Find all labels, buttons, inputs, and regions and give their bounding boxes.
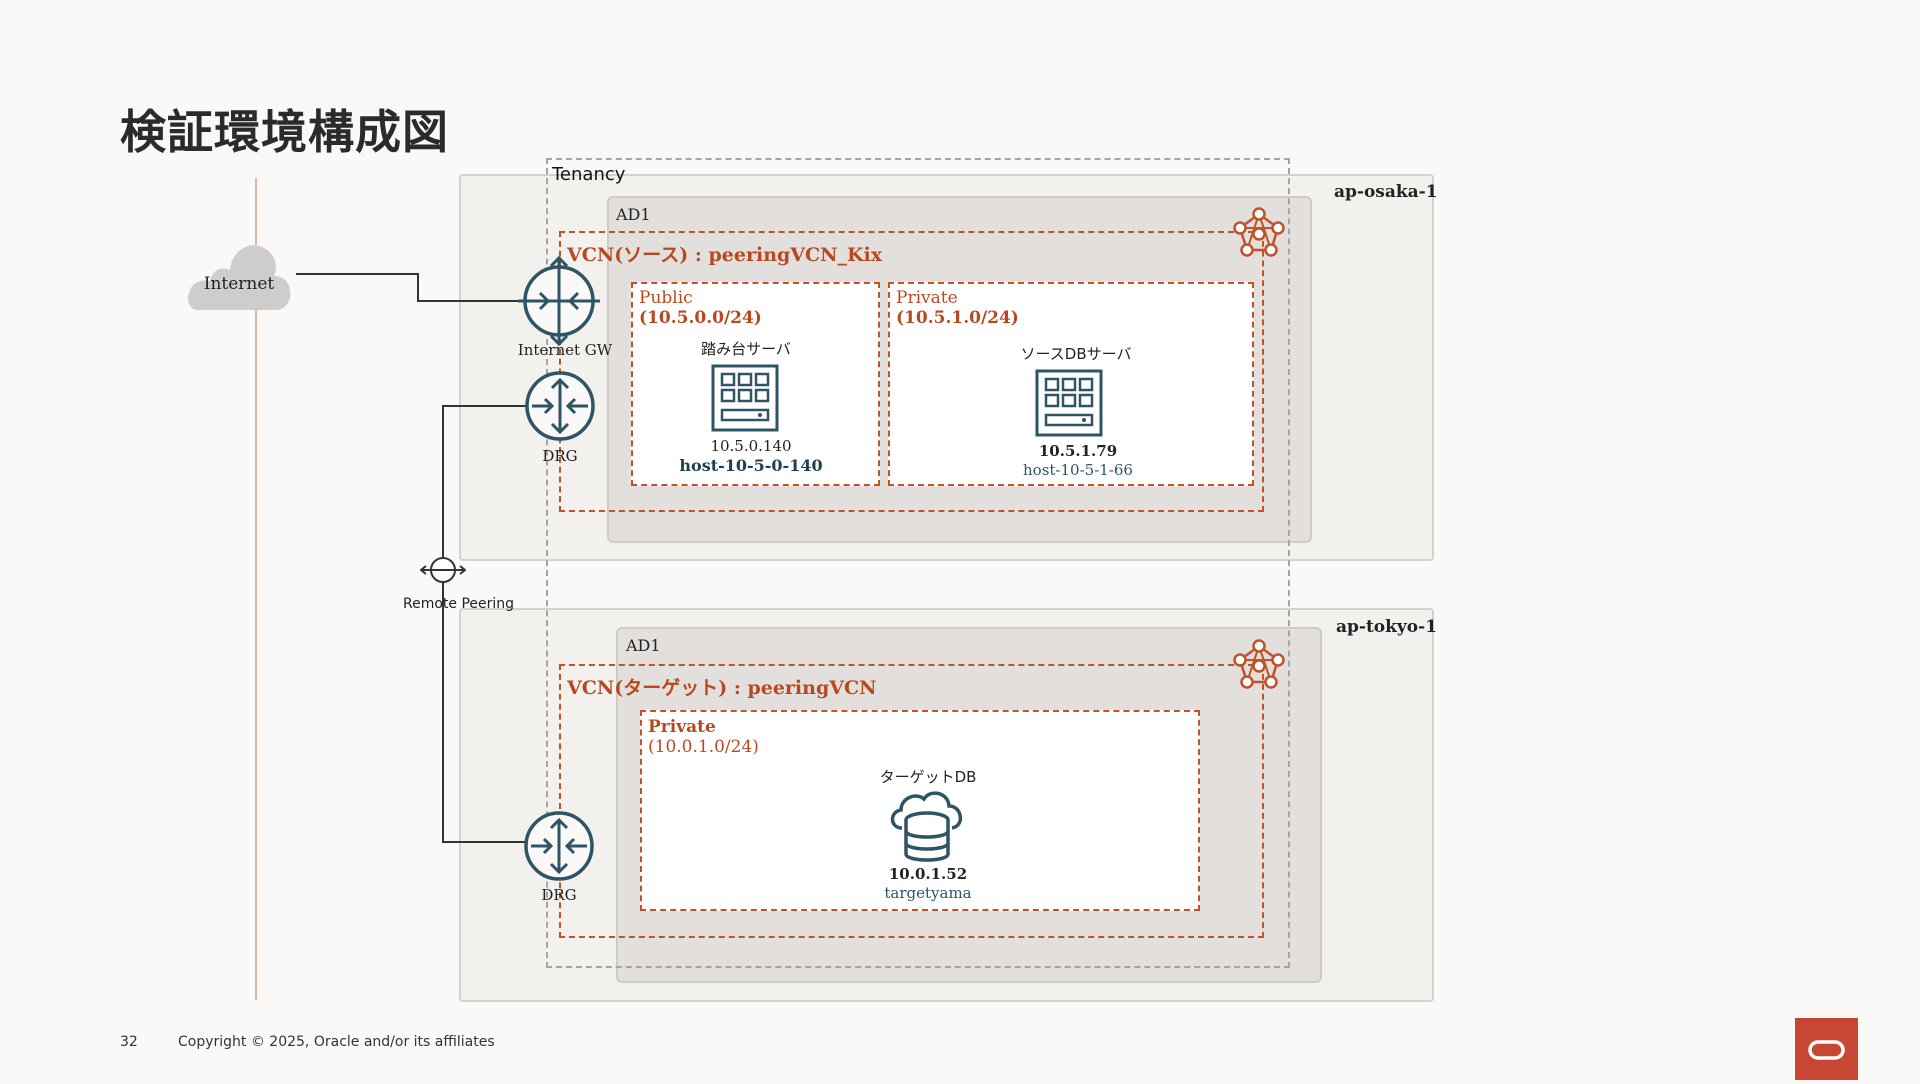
drg-tokyo-label: DRG	[541, 886, 577, 904]
region-osaka-label: ap-osaka-1	[1334, 182, 1438, 202]
drg-osaka-icon	[525, 371, 595, 441]
internet-gateway-icon	[518, 255, 600, 347]
remote-peering-icon	[420, 557, 466, 583]
vcn-tokyo-network-icon	[1233, 639, 1285, 689]
oracle-logo	[1795, 1018, 1858, 1080]
ad-tokyo-label: AD1	[626, 636, 661, 655]
tenancy-box	[546, 158, 1290, 968]
drg-osaka-label: DRG	[542, 447, 578, 465]
private-subnet-osaka-name: Private	[896, 288, 958, 308]
oracle-logo-icon	[1808, 1040, 1845, 1060]
target-db-label: ターゲットDB	[879, 768, 977, 786]
internet-label: Internet	[203, 274, 275, 294]
bastion-host: host-10-5-0-140	[679, 456, 823, 475]
region-tokyo-label: ap-tokyo-1	[1336, 617, 1438, 637]
private-subnet-osaka-cidr: (10.5.1.0/24)	[896, 308, 1019, 328]
source-db-host: host-10-5-1-66	[1023, 461, 1133, 479]
target-db-ip: 10.0.1.52	[888, 865, 968, 883]
bastion-server-label: 踏み台サーバ	[701, 340, 791, 358]
bastion-server-icon	[711, 364, 779, 432]
target-db-host: targetyama	[884, 884, 972, 902]
remote-peering-label: Remote Peering	[403, 596, 515, 612]
source-db-server-icon	[1035, 369, 1103, 437]
private-subnet-tokyo-box	[640, 710, 1200, 911]
internet-gateway-label: Internet GW	[517, 341, 613, 359]
bastion-ip: 10.5.0.140	[710, 437, 792, 455]
vcn-tokyo-label: VCN(ターゲット) : peeringVCN	[567, 677, 877, 699]
page-number: 32	[120, 1034, 138, 1050]
target-db-icon	[890, 791, 962, 862]
source-db-ip: 10.5.1.79	[1038, 442, 1118, 460]
private-subnet-osaka-box	[888, 282, 1254, 486]
source-db-server-label: ソースDBサーバ	[1020, 345, 1132, 363]
private-subnet-tokyo-name: Private	[648, 717, 716, 737]
public-subnet-name: Public	[639, 288, 693, 308]
ad-osaka-label: AD1	[616, 205, 651, 224]
tenancy-label: Tenancy	[552, 164, 626, 185]
vcn-osaka-label: VCN(ソース) : peeringVCN_Kix	[567, 244, 883, 266]
slide-title: 検証環境構成図	[120, 105, 449, 159]
drg-tokyo-icon	[524, 811, 594, 881]
public-subnet-cidr: (10.5.0.0/24)	[639, 308, 762, 328]
vertical-divider	[255, 178, 257, 1000]
private-subnet-tokyo-cidr: (10.0.1.0/24)	[648, 737, 759, 757]
vcn-tokyo-box	[559, 664, 1264, 938]
vcn-osaka-network-icon	[1233, 207, 1285, 257]
internet-cloud-icon	[188, 245, 291, 310]
copyright: Copyright © 2025, Oracle and/or its affi…	[178, 1034, 495, 1050]
